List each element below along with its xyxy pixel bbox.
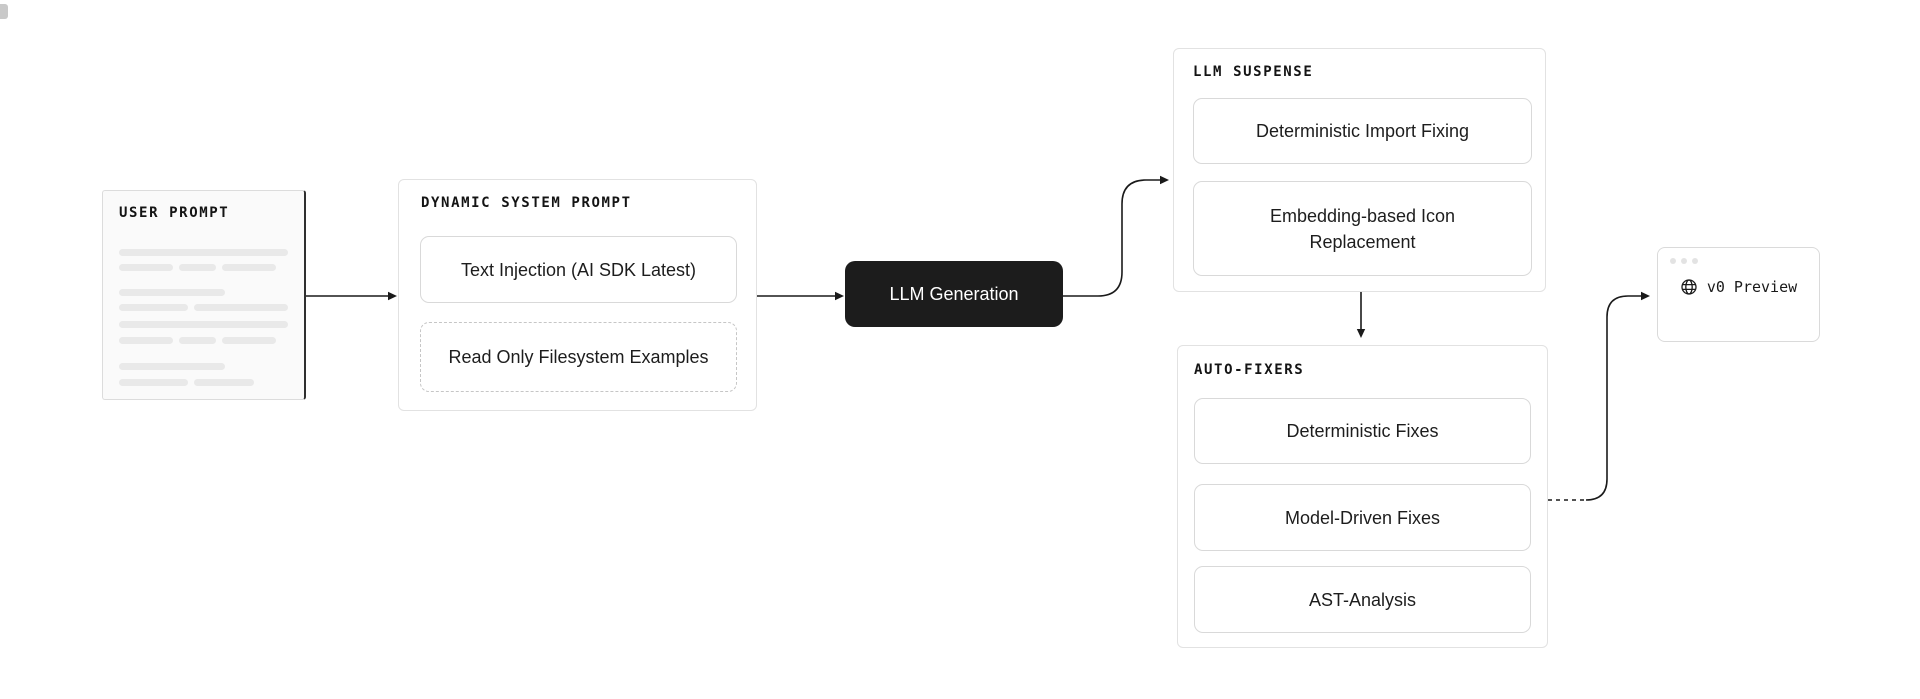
v0-preview-node: v0 Preview <box>1657 247 1820 342</box>
window-dot-icon <box>1681 258 1687 264</box>
user-prompt-node: USER PROMPT <box>102 190 306 400</box>
dynamic-system-prompt-node: DYNAMIC SYSTEM PROMPT Text Injection (AI… <box>398 179 757 411</box>
v0-preview-label: v0 Preview <box>1706 278 1798 296</box>
dynamic-system-prompt-title: DYNAMIC SYSTEM PROMPT <box>421 195 632 211</box>
chip-label: Read Only Filesystem Examples <box>448 347 709 367</box>
skeleton-line <box>119 264 288 271</box>
window-dot-icon <box>1692 258 1698 264</box>
llm-suspense-node: LLM SUSPENSE Deterministic Import Fixing… <box>1173 48 1546 292</box>
corner-artifact <box>0 4 8 19</box>
chip-label: Text Injection (AI SDK Latest) <box>460 259 697 280</box>
chip-label: AST-Analysis <box>1308 589 1417 610</box>
chip-model-driven-fixes: Model-Driven Fixes <box>1194 484 1531 551</box>
chip-embedding-icon-replacement: Embedding-based Icon Replacement <box>1193 181 1532 276</box>
skeleton-line <box>119 321 288 328</box>
llm-suspense-title: LLM SUSPENSE <box>1193 64 1314 80</box>
arrowhead <box>1160 175 1169 185</box>
arrowhead <box>1356 329 1366 338</box>
auto-fixers-node: AUTO-FIXERS Deterministic Fixes Model-Dr… <box>1177 345 1548 648</box>
arrowhead <box>835 291 844 301</box>
llm-generation-label: LLM Generation <box>889 283 1019 304</box>
arrowhead <box>1641 291 1650 301</box>
skeleton-line <box>119 304 288 311</box>
auto-fixers-title: AUTO-FIXERS <box>1194 362 1305 378</box>
chip-label: Deterministic Import Fixing <box>1255 121 1470 141</box>
chip-label: Embedding-based Icon Replacement <box>1269 205 1456 252</box>
window-controls <box>1670 258 1807 264</box>
llm-generation-node: LLM Generation <box>845 261 1063 327</box>
prompt-skeleton <box>119 249 288 386</box>
user-prompt-title: USER PROMPT <box>119 205 230 221</box>
globe-icon <box>1680 278 1698 296</box>
edge-llmgen-to-suspense <box>1063 179 1160 297</box>
chip-deterministic-fixes: Deterministic Fixes <box>1194 398 1531 464</box>
arrowhead <box>388 291 397 301</box>
skeleton-line <box>119 289 288 296</box>
edge-autofixers-to-preview <box>1585 295 1641 501</box>
skeleton-line <box>119 363 288 370</box>
window-dot-icon <box>1670 258 1676 264</box>
chip-label: Deterministic Fixes <box>1286 421 1439 441</box>
skeleton-line <box>119 379 288 386</box>
chip-deterministic-import-fixing: Deterministic Import Fixing <box>1193 98 1532 164</box>
skeleton-line <box>119 337 288 344</box>
chip-label: Model-Driven Fixes <box>1284 507 1441 528</box>
skeleton-line <box>119 249 288 256</box>
chip-text-injection: Text Injection (AI SDK Latest) <box>420 236 737 303</box>
chip-ast-analysis: AST-Analysis <box>1194 566 1531 633</box>
chip-readonly-filesystem: Read Only Filesystem Examples <box>420 322 737 392</box>
